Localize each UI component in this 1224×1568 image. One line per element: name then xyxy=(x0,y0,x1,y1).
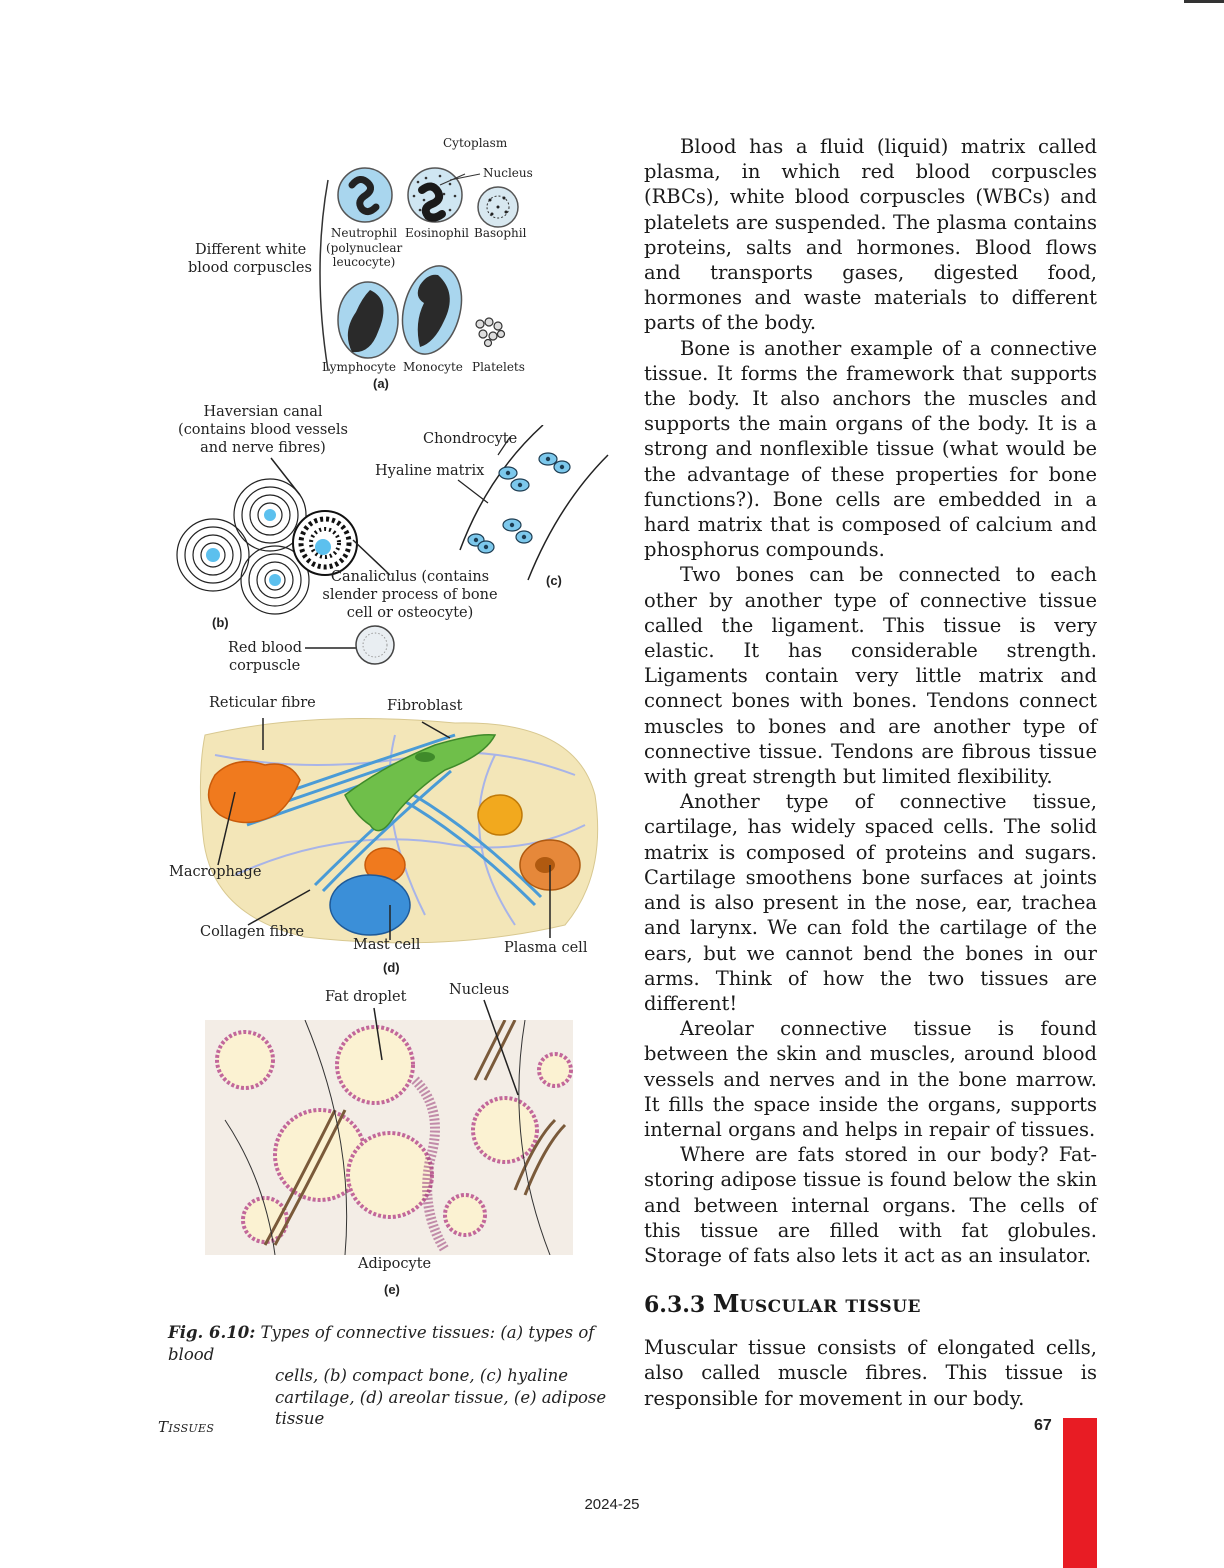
label-nucleus-e: Nucleus xyxy=(449,982,510,998)
label-letter-c: (c) xyxy=(546,573,562,588)
paragraph-bone: Bone is another example of a connective … xyxy=(644,336,1097,562)
label-adipocyte: Adipocyte xyxy=(358,1256,432,1272)
label-haversian-3: and nerve fibres) xyxy=(200,440,326,456)
label-plasma-cell: Plasma cell xyxy=(504,940,588,956)
paragraph-adipose: Where are fats stored in our body? Fat-s… xyxy=(644,1143,1097,1267)
label-letter-d: (d) xyxy=(383,960,400,975)
wbc-bracket xyxy=(319,179,329,371)
hyaline-cartilage-illustration xyxy=(457,425,609,581)
label-mast-cell: Mast cell xyxy=(353,937,421,953)
label-neutrophil-3: leucocyte) xyxy=(332,255,396,269)
caption-rest: cells, (b) compact bone, (c) hyaline car… xyxy=(275,1366,607,1428)
page-edge-red-bar xyxy=(1063,1418,1097,1568)
haversian-system xyxy=(292,510,358,576)
label-reticular-fibre: Reticular fibre xyxy=(209,695,316,711)
paragraph-muscular: Muscular tissue consists of elongated ce… xyxy=(644,1336,1097,1410)
label-canaliculus-3: cell or osteocyte) xyxy=(346,605,474,621)
red-blood-corpuscle-illustration xyxy=(355,625,395,665)
paragraph-areolar: Areolar connective tissue is found betwe… xyxy=(644,1017,1097,1141)
label-collagen-fibre: Collagen fibre xyxy=(200,924,305,940)
label-letter-a: (a) xyxy=(373,376,389,391)
label-macrophage: Macrophage xyxy=(169,864,262,880)
label-lymphocyte: Lymphocyte xyxy=(322,360,396,374)
label-fibroblast: Fibroblast xyxy=(387,698,463,714)
section-heading-muscular-tissue: 6.3.3 MUSCULAR TISSUE xyxy=(644,1290,1097,1321)
paragraph-ligament: Two bones can be connected to each other… xyxy=(644,563,1097,789)
paragraph-blood: Blood has a fluid (liquid) matrix called… xyxy=(644,135,1097,335)
label-different-wbc-2: blood corpuscles xyxy=(188,260,312,276)
heading-word-2: TISSUE xyxy=(845,1297,921,1318)
label-haversian-2: (contains blood vessels xyxy=(178,422,348,438)
label-monocyte: Monocyte xyxy=(403,360,463,374)
label-neutrophil-2: (polynuclear xyxy=(326,241,403,255)
areolar-pointer-lines xyxy=(217,718,551,940)
label-neutrophil-1: Neutrophil xyxy=(330,226,398,240)
label-chondrocyte: Chondrocyte xyxy=(423,431,518,447)
heading-word-1: USCULAR xyxy=(739,1297,838,1318)
label-nucleus-a: Nucleus xyxy=(483,166,533,180)
label-letter-e: (e) xyxy=(384,1282,400,1297)
label-basophil: Basophil xyxy=(474,226,527,240)
label-haversian-1: Haversian canal xyxy=(203,404,323,420)
adipose-pointer-lines xyxy=(373,999,519,1096)
label-letter-b: (b) xyxy=(212,615,229,630)
label-eosinophil: Eosinophil xyxy=(405,226,470,240)
label-canaliculus-2: slender process of bone xyxy=(322,587,498,603)
bone-pointer-lines xyxy=(270,457,391,649)
paragraph-cartilage: Another type of connective tissue, carti… xyxy=(644,790,1097,1015)
caption-line-1: Types of connective tissues: (a) types o… xyxy=(168,1323,595,1364)
label-canaliculus-1: Canaliculus (contains xyxy=(330,569,490,585)
lymphocyte-cell xyxy=(337,281,399,359)
edition-year: 2024-25 xyxy=(584,1496,640,1513)
page-number: 67 xyxy=(1034,1417,1052,1434)
label-platelets: Platelets xyxy=(472,360,525,374)
label-different-wbc-1: Different white xyxy=(195,242,307,258)
body-text-column: Blood has a fluid (liquid) matrix called… xyxy=(644,134,1097,1411)
figure-caption: Fig. 6.10: Types of connective tissues: … xyxy=(168,1322,628,1430)
heading-initial: M xyxy=(712,1289,740,1319)
heading-number: 6.3.3 xyxy=(644,1292,706,1319)
label-hyaline-matrix: Hyaline matrix xyxy=(375,463,485,479)
adipose-tissue-illustration xyxy=(205,1020,573,1255)
fibroblast-cell xyxy=(344,733,497,832)
footer-title-rest: ISSUES xyxy=(168,1422,215,1435)
footer-title-initial: T xyxy=(158,1418,169,1436)
neutrophil-cell xyxy=(337,167,393,223)
corner-mark xyxy=(1184,0,1224,3)
compact-bone-illustration xyxy=(176,478,358,615)
label-cytoplasm: Cytoplasm xyxy=(443,136,508,150)
blood-cells-illustration xyxy=(319,167,519,371)
caption-label: Fig. 6.10: xyxy=(168,1323,256,1342)
eosinophil-cell xyxy=(407,167,463,223)
label-rbc-2: corpuscle xyxy=(229,658,301,674)
platelets-cells xyxy=(475,317,506,348)
basophil-cell xyxy=(477,186,519,228)
monocyte-cell xyxy=(401,265,463,355)
running-footer-title: TISSUES xyxy=(158,1418,214,1436)
label-fat-droplet: Fat droplet xyxy=(325,989,407,1005)
label-rbc-1: Red blood xyxy=(228,640,303,656)
